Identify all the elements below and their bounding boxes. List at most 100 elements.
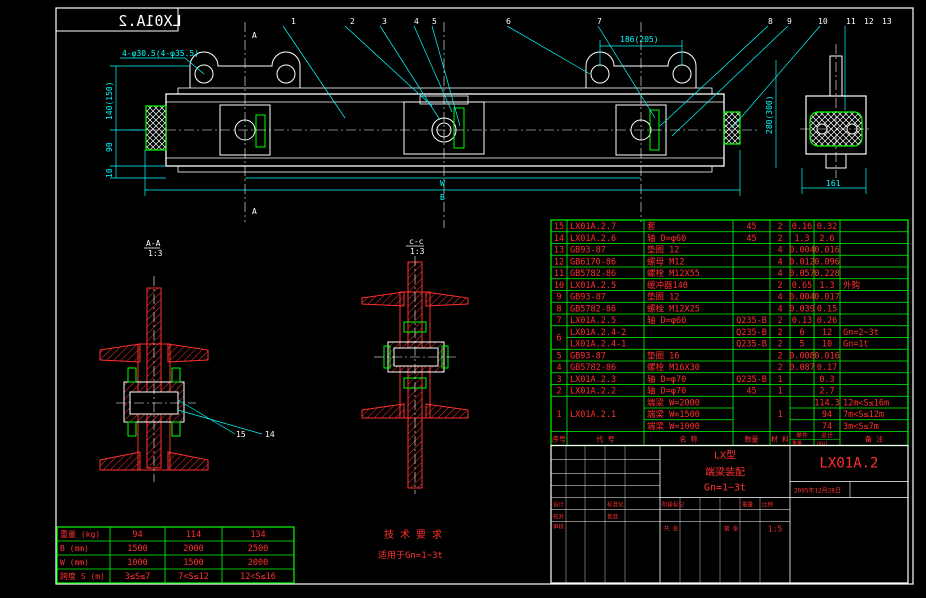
spec-cell: 114 — [186, 530, 201, 540]
title-block: 设计校对审核标准化批准阶段标记重量比例共 张第 张LX型端梁装配Gn=1~3tL… — [550, 444, 909, 584]
title-block-label: 审核 — [553, 523, 565, 531]
dim-90: 90 — [105, 142, 114, 152]
svg-text:11: 11 — [846, 17, 856, 26]
spec-row-label: 跨度 S (m) — [60, 571, 105, 581]
table-cell-unit-weight: 0.004 — [789, 293, 815, 303]
table-cell-code: LX01A.2.4-2 — [570, 328, 626, 338]
svg-text:14: 14 — [265, 430, 275, 439]
table-cell-code: LX01A.2.2 — [570, 387, 616, 397]
table-cell-code: LX01A.2.4-1 — [570, 340, 626, 350]
table-cell-total-weight: 0.017 — [814, 293, 840, 303]
table-cell-num: 4 — [556, 363, 561, 373]
table-cell-note: Gn=1t — [843, 340, 869, 350]
table-cell-total-weight: 0.32 — [817, 222, 837, 232]
table-cell-name: 缓冲器140 — [647, 280, 688, 291]
svg-text:10: 10 — [818, 17, 828, 26]
table-cell-code: GB6170-86 — [570, 257, 616, 267]
svg-text:13: 13 — [882, 17, 892, 26]
section-mark-a-top: A — [252, 31, 257, 40]
spec-cell: 1500 — [127, 544, 147, 554]
table-cell-note: 外购 — [843, 280, 860, 291]
table-cell-total-weight: 0.3 — [819, 375, 834, 385]
dim-10: 10 — [105, 168, 114, 178]
table-cell-qty: 4 — [777, 257, 782, 267]
table-cell-name: 轴 D=φ70 — [647, 386, 686, 397]
table-cell-num: 13 — [554, 246, 564, 256]
section-a-a: A-A 1:3 15 14 — [99, 239, 275, 482]
table-cell-name: 螺栓 M16X30 — [647, 362, 700, 373]
spec-row-label: 重量 (kg) — [60, 529, 100, 539]
svg-text:A-A: A-A — [146, 239, 161, 248]
table-cell-total-weight: 12 — [822, 328, 832, 338]
table-cell-num: 8 — [556, 304, 561, 314]
table-cell-name: 轴 D=φ60 — [647, 315, 686, 326]
table-cell-material: Q235-B — [736, 316, 767, 326]
table-cell-code: GB93-87 — [570, 351, 606, 361]
table-cell-name: 垫圈 12 — [647, 245, 679, 256]
spec-cell: 94 — [132, 530, 142, 540]
table-cell-total-weight: 1.3 — [819, 281, 834, 291]
table-cell-qty: 4 — [777, 304, 782, 314]
spec-cell: 7<S≤12 — [178, 572, 209, 582]
title-block-label: 标准化 — [607, 501, 624, 509]
table-cell-code: LX01A.2.1 — [570, 410, 616, 420]
table-header-cell: 材 料 — [771, 435, 789, 444]
table-cell-num: 6 — [556, 334, 561, 344]
notes-line-1: 适用于Gn=1~3t — [378, 550, 443, 561]
dim-w: W — [440, 179, 445, 188]
table-cell-name: 轴 D=φ70 — [647, 374, 686, 385]
table-cell-total-weight: 2.6 — [819, 234, 834, 244]
table-cell-total-weight: 0.096 — [814, 257, 840, 267]
table-cell-qty: 2 — [777, 234, 782, 244]
table-cell-code: GB5782-86 — [570, 363, 616, 373]
svg-text:12: 12 — [864, 17, 874, 26]
spec-row-label: B (mm) — [60, 544, 89, 553]
spec-cell: 2000 — [183, 544, 203, 554]
table-cell-note: 3m<S≤7m — [843, 422, 879, 432]
table-cell-num: 1 — [556, 410, 561, 420]
spec-cell: 2500 — [248, 544, 268, 554]
table-cell-code: GB5782-86 — [570, 269, 616, 279]
table-cell-qty: 2 — [777, 363, 782, 373]
table-header-cell: (kg) — [816, 441, 828, 447]
title-block-label: 批准 — [607, 513, 619, 521]
table-cell-num: 3 — [556, 375, 561, 385]
title-block-label: 比例 — [762, 501, 774, 509]
title-block-border — [550, 444, 909, 584]
spec-cell: 2000 — [248, 558, 268, 568]
table-cell-unit-weight: 1.3 — [794, 234, 809, 244]
side-view — [800, 44, 872, 178]
table-cell-material: Q235-B — [736, 340, 767, 350]
table-header-cell: 序号 — [552, 435, 566, 444]
table-cell-unit-weight: 0.012 — [789, 257, 815, 267]
sheet-frame — [55, 7, 914, 585]
title-date: 2005年12月28日 — [794, 487, 841, 495]
svg-text:8: 8 — [768, 17, 773, 26]
front-view: A A — [130, 22, 760, 228]
svg-text:9: 9 — [787, 17, 792, 26]
table-cell-code: GB5782-86 — [570, 304, 616, 314]
table-cell-code: LX01A.2.5 — [570, 281, 616, 291]
table-cell-name: 垫圈 12 — [647, 292, 679, 303]
table-header-cell: 重量 — [792, 440, 802, 447]
table-cell-qty: 2 — [777, 351, 782, 361]
table-header-cell: 代 号 — [596, 435, 614, 444]
spec-cell: 1500 — [183, 558, 203, 568]
svg-text:3: 3 — [382, 17, 387, 26]
title-block-label: 设计 — [553, 501, 565, 509]
table-cell-qty: 4 — [777, 269, 782, 279]
title-block-label: 阶段标记 — [662, 501, 685, 509]
table-cell-qty: 4 — [777, 293, 782, 303]
table-cell-name: 垫圈 16 — [647, 350, 679, 361]
table-cell-qty: 1 — [777, 387, 782, 397]
spec-row-label: W (mm) — [60, 558, 89, 567]
table-cell-note: Gn=2~3t — [843, 328, 879, 338]
table-header-cell: 总计 — [821, 432, 833, 440]
spec-cell: 3≤S≤7 — [125, 572, 151, 582]
dim-right-height: 280(300) — [765, 95, 774, 134]
svg-text:c-c: c-c — [409, 237, 424, 246]
spec-cell: 1000 — [127, 558, 147, 568]
table-cell-material: Q235-B — [736, 375, 767, 385]
title-scale: 1:5 — [768, 525, 783, 534]
